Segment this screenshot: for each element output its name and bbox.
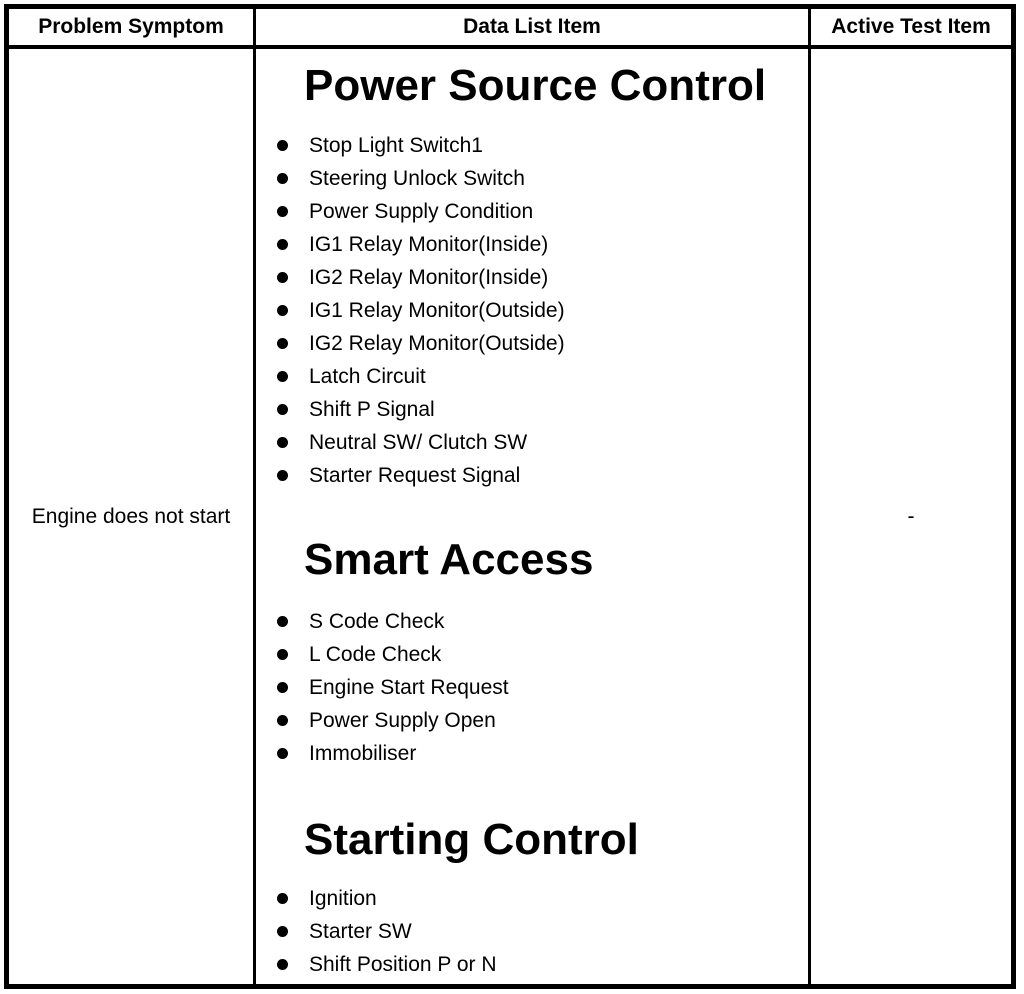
- bullet-icon: [277, 893, 288, 904]
- data-list-item: Stop Light Switch1: [256, 129, 808, 162]
- data-list-item: Ignition: [256, 882, 808, 915]
- data-list-item: Steering Unlock Switch: [256, 162, 808, 195]
- data-list-item: S Code Check: [256, 605, 808, 638]
- column-header-data-list-item: Data List Item: [256, 9, 811, 49]
- data-list-item-label: Stop Light Switch1: [309, 133, 483, 157]
- column-header-active-test-item: Active Test Item: [811, 9, 1011, 49]
- bullet-icon: [277, 173, 288, 184]
- bullet-icon: [277, 371, 288, 382]
- data-list-item: Shift Position P or N: [256, 948, 808, 981]
- data-list-item: Power Supply Condition: [256, 195, 808, 228]
- bullet-icon: [277, 959, 288, 970]
- problem-symptom-cell: Engine does not start: [9, 49, 256, 984]
- section-heading: Starting Control: [304, 815, 639, 864]
- data-list-item: IG1 Relay Monitor(Outside): [256, 294, 808, 327]
- bullet-icon: [277, 239, 288, 250]
- data-list-item-label: IG2 Relay Monitor(Outside): [309, 331, 565, 355]
- data-list-item-label: L Code Check: [309, 642, 442, 666]
- data-list-item: Neutral SW/ Clutch SW: [256, 426, 808, 459]
- active-test-cell: -: [811, 49, 1011, 984]
- data-list-item-label: Power Supply Condition: [309, 199, 534, 223]
- bullet-icon: [277, 470, 288, 481]
- data-list-item-label: Starter Request Signal: [309, 463, 521, 487]
- data-list-item: IG2 Relay Monitor(Inside): [256, 261, 808, 294]
- bullet-icon: [277, 206, 288, 217]
- bullet-icon: [277, 649, 288, 660]
- bullet-icon: [277, 272, 288, 283]
- data-list-item: IG1 Relay Monitor(Inside): [256, 228, 808, 261]
- data-list-item: Starter SW: [256, 915, 808, 948]
- data-list-item: Latch Circuit: [256, 360, 808, 393]
- data-list-item-label: IG1 Relay Monitor(Outside): [309, 298, 565, 322]
- bullet-icon: [277, 437, 288, 448]
- data-list-item-label: Immobiliser: [309, 741, 417, 765]
- problem-symptom-text: Engine does not start: [31, 504, 231, 528]
- data-list-item: Starter Request Signal: [256, 459, 808, 492]
- data-list-item-label: S Code Check: [309, 609, 445, 633]
- data-list-item: Power Supply Open: [256, 704, 808, 737]
- diagnosis-table: Problem Symptom Data List Item Active Te…: [4, 4, 1016, 989]
- data-list-item-label: Neutral SW/ Clutch SW: [309, 430, 528, 454]
- data-list-item: IG2 Relay Monitor(Outside): [256, 327, 808, 360]
- data-list-item-label: Engine Start Request: [309, 675, 509, 699]
- active-test-text: -: [907, 504, 915, 528]
- bullet-icon: [277, 305, 288, 316]
- bullet-icon: [277, 338, 288, 349]
- data-list-item: Immobiliser: [256, 737, 808, 770]
- data-list-item-label: Starter SW: [309, 919, 412, 943]
- column-header-problem-symptom: Problem Symptom: [9, 9, 256, 49]
- section-heading: Smart Access: [304, 535, 594, 584]
- data-list-item-label: Ignition: [309, 886, 377, 910]
- data-list-item: Engine Start Request: [256, 671, 808, 704]
- bullet-icon: [277, 682, 288, 693]
- data-list-item-label: Steering Unlock Switch: [309, 166, 525, 190]
- data-list-item-label: IG1 Relay Monitor(Inside): [309, 232, 549, 256]
- data-list-item: Shift P Signal: [256, 393, 808, 426]
- bullet-icon: [277, 404, 288, 415]
- data-list-item: L Code Check: [256, 638, 808, 671]
- data-list-item-label: Shift P Signal: [309, 397, 435, 421]
- section-heading: Power Source Control: [304, 61, 767, 110]
- data-list-item-label: Shift Position P or N: [309, 952, 497, 976]
- bullet-icon: [277, 748, 288, 759]
- bullet-icon: [277, 140, 288, 151]
- data-list-item-label: Power Supply Open: [309, 708, 496, 732]
- data-list-item-label: Latch Circuit: [309, 364, 426, 388]
- bullet-icon: [277, 616, 288, 627]
- data-list-item-label: IG2 Relay Monitor(Inside): [309, 265, 549, 289]
- bullet-icon: [277, 715, 288, 726]
- bullet-icon: [277, 926, 288, 937]
